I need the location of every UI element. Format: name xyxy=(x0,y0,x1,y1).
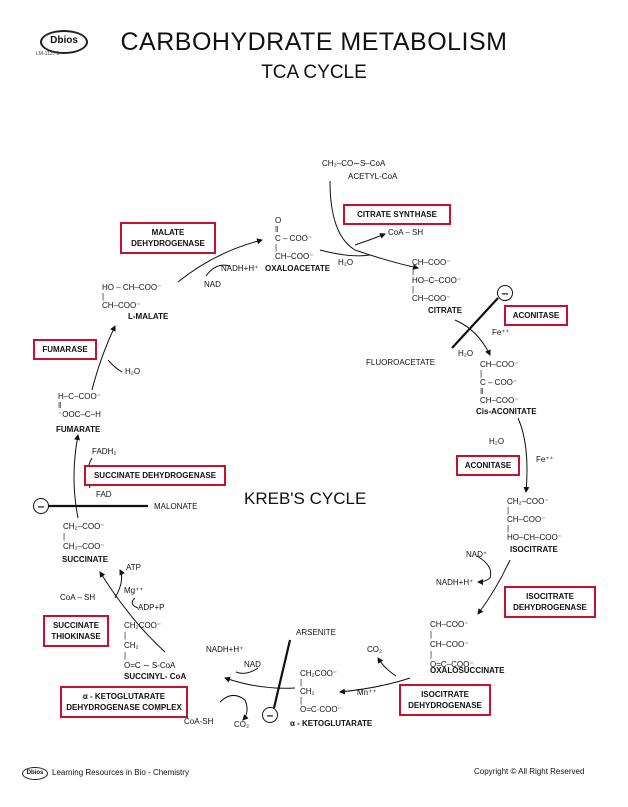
isocitrate-label: ISOCITRATE xyxy=(510,545,558,554)
enzyme-succinate-thiokinase: SUCCINATE THIOKINASE xyxy=(43,615,109,647)
enzyme-malate-dehydrogenase: MALATE DEHYDROGENASE xyxy=(120,222,216,254)
arrow-nad-iso xyxy=(476,555,492,585)
fad: FAD xyxy=(96,490,112,499)
cis-aconitate-label: Cis-ACONITATE xyxy=(476,407,537,416)
footer-left-text: Learning Resources in Bio - Chemistry xyxy=(52,768,189,777)
footer-copyright: Copyright © All Right Reserved xyxy=(474,767,585,776)
acetyl-coa-formula: CH₃–CO∼S–CoA xyxy=(322,159,386,168)
arrow-nad-akg xyxy=(235,667,259,674)
arrow-h2o-fum xyxy=(107,359,123,373)
oxalosuccinate-formula: CH–COO⁻ | CH–COO⁻ | O=C–COO⁻ xyxy=(430,620,474,669)
isocitrate-formula: CH₂–COO⁻ | CH–COO⁻ | HO–CH–COO⁻ xyxy=(507,497,562,542)
footer-logo: Dbios xyxy=(22,767,48,780)
nad-akg: NAD xyxy=(244,660,261,669)
adp: ADP+P xyxy=(138,603,165,612)
succinate-formula: CH₂–COO⁻ | CH₂–COO⁻ xyxy=(63,522,105,551)
nad-iso: NAD⁺ xyxy=(466,550,488,559)
nadh-akg: NADH+H⁺ xyxy=(206,645,244,654)
mn: Mn⁺⁺ xyxy=(357,688,377,697)
malonate-inhibitor-icon: – xyxy=(33,498,49,514)
fadh2: FADH₂ xyxy=(92,447,117,456)
fe-1: Fe⁺⁺ xyxy=(492,328,510,337)
coa-sh-st: CoA – SH xyxy=(60,593,96,602)
dbios-logo: Dbios xyxy=(40,30,88,54)
fluoroacetate-block-line xyxy=(451,297,499,349)
arrow-akg-succinylcoa xyxy=(224,676,296,689)
malate-formula: HO – CH–COO⁻ | CH–COO⁻ xyxy=(102,283,162,310)
h2o-fum: H₂O xyxy=(125,367,141,376)
fluoroacetate-label: FLUOROACETATE xyxy=(366,358,436,367)
fe-2: Fe⁺⁺ xyxy=(536,455,554,464)
enzyme-citrate-synthase: CITRATE SYNTHASE xyxy=(343,204,451,225)
arrow-atp xyxy=(114,569,125,599)
arrow-oxalosuccinate-akg xyxy=(339,677,411,695)
krebs-cycle-label: KREB'S CYCLE xyxy=(244,489,367,508)
nadh-top: NADH+H⁺ xyxy=(221,264,259,273)
arrow-isocitrate-oxalosuccinate xyxy=(477,559,511,615)
arrow-adp xyxy=(131,597,139,609)
logo-code: LM-1137.0 xyxy=(36,51,60,57)
akg-formula: CH₂COO⁻ | CH₂ | O=C·COO⁻ xyxy=(300,669,342,714)
succinyl-coa-formula: CH₂COO⁻ | CH₂ | O=C ∼ S-CoA xyxy=(124,621,176,670)
arrow-cisaconitate-isocitrate xyxy=(517,417,530,493)
h2o-acon: H₂O xyxy=(458,349,474,358)
malonate-label: MALONATE xyxy=(154,502,198,511)
arrow-succinate-fumarate xyxy=(73,434,81,519)
page-title: CARBOHYDRATE METABOLISM xyxy=(120,28,508,56)
fluoroacetate-inhibitor-icon: – xyxy=(497,285,513,301)
co2-os: CO₂ xyxy=(367,645,383,654)
enzyme-akg-dehydrogenase-complex: α - KETOGLUTARATE DEHYDROGENASE COMPLEX xyxy=(60,686,188,718)
h2o-acon2: H₂O xyxy=(489,437,505,446)
fumarate-label: FUMARATE xyxy=(56,425,101,434)
atp: ATP xyxy=(126,563,141,572)
arrow-co2-release xyxy=(377,657,397,677)
mg: Mg⁺⁺ xyxy=(124,586,144,595)
nad-top: NAD xyxy=(204,280,221,289)
h2o-top: H₂O xyxy=(338,258,354,267)
arsenite-block-line xyxy=(272,639,292,709)
oxalosuccinate-label: OXALOSUCCINATE xyxy=(430,666,505,675)
arrow-fumarate-malate xyxy=(91,325,116,391)
akg-label: α - KETOGLUTARATE xyxy=(290,719,373,728)
enzyme-isocitrate-dehydrogenase-1: ISOCITRATE DEHYDROGENASE xyxy=(504,586,596,618)
enzyme-fumarase: FUMARASE xyxy=(33,339,97,360)
fumarate-formula: H–C–COO⁻ ‖ ⁻OOC–C–H xyxy=(58,392,101,419)
oxaloacetate-label: OXALOACETATE xyxy=(265,264,331,273)
arrow-coa-akg xyxy=(219,695,249,721)
acetyl-coa-label: ACETYL-CoA xyxy=(348,172,398,181)
succinyl-coa-label: SUCCINYL- CoA xyxy=(124,672,187,681)
arrow-malate-oxaloacetate xyxy=(177,238,263,283)
nadh-iso: NADH+H⁺ xyxy=(436,578,474,587)
malate-label: L-MALATE xyxy=(128,312,169,321)
enzyme-isocitrate-dehydrogenase-2: ISOCITRATE DEHYDROGENASE xyxy=(399,684,491,716)
arrow-coa-release xyxy=(354,233,386,246)
arrow-citrate-cisaconitate xyxy=(454,319,491,356)
cis-aconitate-formula: CH–COO⁻ | C – COO⁻ ‖ CH–COO⁻ xyxy=(480,360,519,405)
arrow-oxaloacetate-citrate xyxy=(319,249,371,257)
succinate-label: SUCCINATE xyxy=(62,555,109,564)
coa-sh-akg: CoA-SH xyxy=(184,717,214,726)
arrow-succinylcoa-succinate xyxy=(99,571,166,653)
co2-akg: CO₂ xyxy=(234,720,250,729)
citrate-label: CITRATE xyxy=(428,306,463,315)
coa-sh-top: CoA – SH xyxy=(388,228,424,237)
page-subtitle: TCA CYCLE xyxy=(261,62,367,83)
arrow-nad-top xyxy=(205,264,231,277)
oxaloacetate-formula: O ‖ C – COO⁻ | CH–COO⁻ xyxy=(275,216,314,261)
enzyme-succinate-dehydrogenase: SUCCINATE DEHYDROGENASE xyxy=(84,465,226,486)
enzyme-aconitase-1: ACONITASE xyxy=(504,305,568,326)
arrow-acetylcoa-citrate xyxy=(329,180,419,270)
arsenite-label: ARSENITE xyxy=(296,628,337,637)
citrate-formula: CH–COO⁻ | HO–C–COO⁻ | CH–COO⁻ xyxy=(412,258,462,303)
enzyme-aconitase-2: ACONITASE xyxy=(456,455,520,476)
arsenite-inhibitor-icon: – xyxy=(262,707,278,723)
